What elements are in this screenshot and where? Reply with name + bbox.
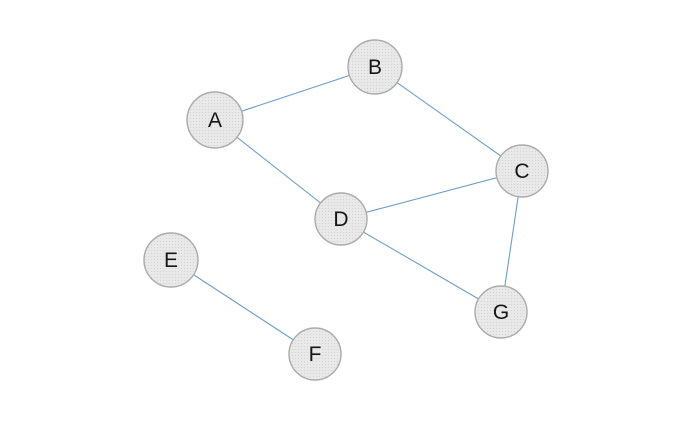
node-D[interactable]: D: [314, 192, 368, 246]
node-label-F: F: [309, 343, 322, 366]
nodes-layer: A B C D E F G: [143, 39, 549, 381]
node-label-E: E: [164, 249, 178, 272]
node-B[interactable]: B: [347, 39, 403, 95]
node-label-C: C: [514, 160, 529, 183]
node-label-A: A: [208, 109, 222, 132]
node-circle-G[interactable]: [474, 285, 528, 339]
node-circle-B[interactable]: [347, 39, 403, 95]
node-C[interactable]: C: [495, 144, 549, 198]
node-label-D: D: [333, 208, 348, 231]
edge-B-C: [374, 66, 523, 172]
node-label-G: G: [493, 301, 509, 324]
node-circle-C[interactable]: [495, 144, 549, 198]
edge-D-C: [340, 170, 523, 220]
node-F[interactable]: F: [288, 327, 342, 381]
node-E[interactable]: E: [143, 232, 199, 288]
node-circle-E[interactable]: [143, 232, 199, 288]
node-label-B: B: [368, 56, 382, 79]
node-A[interactable]: A: [186, 91, 244, 149]
node-circle-A[interactable]: [186, 91, 244, 149]
node-G[interactable]: G: [474, 285, 528, 339]
edge-E-F: [170, 259, 316, 355]
node-circle-F[interactable]: [288, 327, 342, 381]
edge-D-G: [340, 218, 502, 313]
node-circle-D[interactable]: [314, 192, 368, 246]
